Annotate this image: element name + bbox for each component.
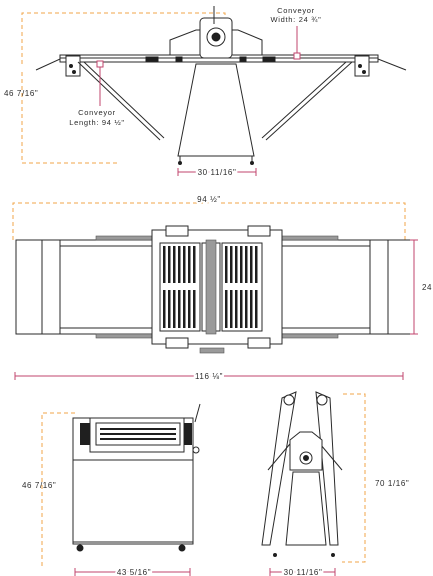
side-height-label: 46 7/16": [4, 89, 38, 98]
top-view: [12, 202, 418, 380]
conveyor-length-label-line1: Conveyor: [78, 108, 116, 117]
conveyor-length-label-line2: Length: 94 ½": [69, 118, 125, 127]
conveyor-width-label-line2: Width: 24 ¾": [270, 15, 321, 24]
front-width-label: 43 5/16": [117, 568, 151, 576]
top-total-length-label: 116 ⅛": [195, 372, 223, 381]
side-base-width-label: 30 11/16": [198, 168, 237, 177]
front-height-label: 46 7/16": [22, 481, 56, 490]
conveyor-width-label-line1: Conveyor: [277, 6, 315, 15]
folded-view: [261, 391, 366, 576]
folded-width-label: 30 11/16": [284, 568, 323, 576]
folded-height-label: 70 1/16": [375, 479, 409, 488]
top-depth-label: 24 ¾: [422, 283, 433, 292]
top-outer-length-label: 94 ½": [197, 195, 221, 204]
side-view: [21, 6, 407, 176]
front-view: [41, 403, 201, 576]
